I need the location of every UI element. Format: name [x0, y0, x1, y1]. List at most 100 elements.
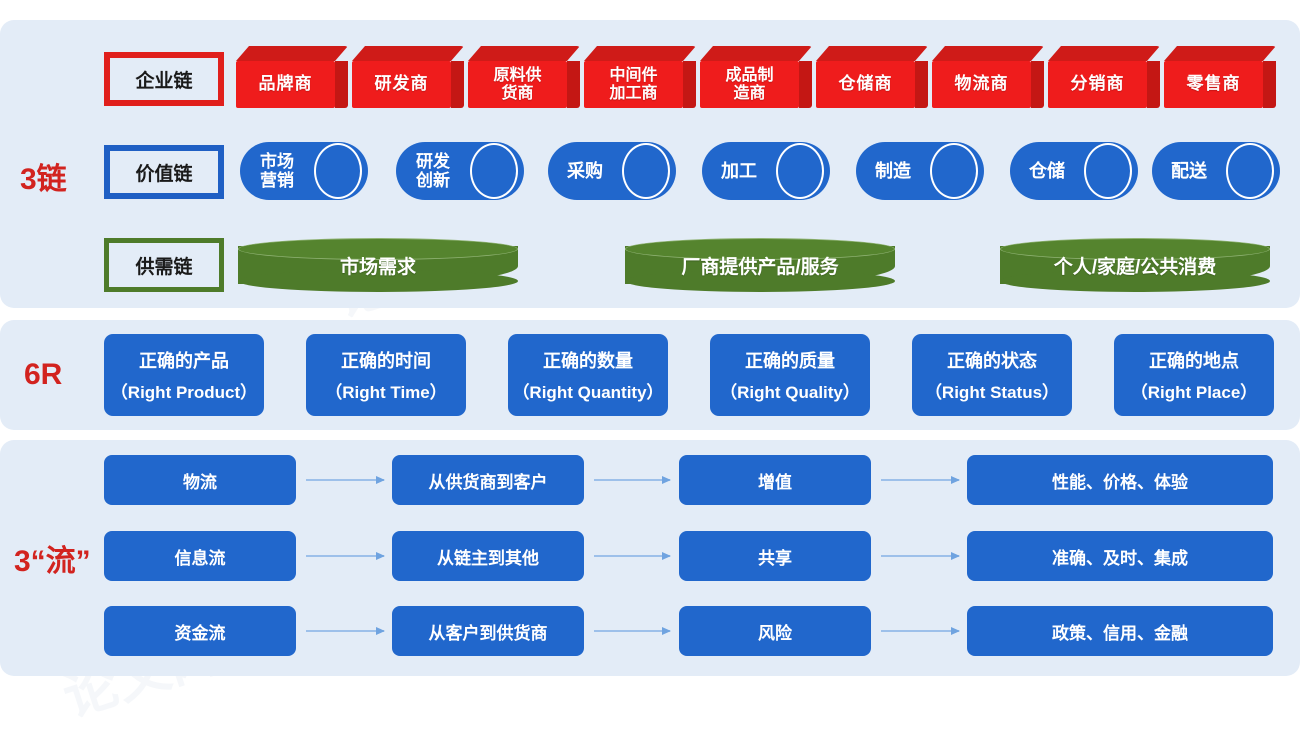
six-r-en-label: （Right Product）: [110, 383, 258, 402]
node-label: 厂商提供产品/服务: [681, 256, 839, 278]
flow-direction-box[interactable]: 从链主到其他: [392, 531, 584, 581]
supply-demand-node[interactable]: 厂商提供产品/服务: [625, 238, 895, 292]
node-label: 仓储: [1029, 160, 1065, 181]
six-r-cn-label: 正确的状态: [947, 351, 1037, 371]
node-label: 研发创新: [416, 151, 450, 190]
node-label: 中间件加工商: [609, 67, 658, 102]
box-side-face: [683, 61, 696, 108]
enterprise-chain-node[interactable]: 分销商: [1048, 46, 1160, 108]
value-chain-node[interactable]: 配送: [1152, 142, 1280, 200]
box-front-face: 中间件加工商: [584, 61, 683, 108]
flow-effect-label: 风险: [758, 623, 792, 643]
box-top-face: [1048, 46, 1160, 61]
six-r-en-label: （Right Quantity）: [512, 383, 664, 402]
flow-attributes-box[interactable]: 准确、及时、集成: [967, 531, 1273, 581]
box-side-face: [1031, 61, 1044, 108]
six-r-card[interactable]: 正确的地点 （Right Place）: [1114, 334, 1274, 416]
chain-tag-supply-demand-label: 供需链: [135, 256, 193, 278]
box-side-face: [915, 61, 928, 108]
value-chain-node[interactable]: 研发创新: [396, 142, 524, 200]
six-r-card[interactable]: 正确的数量 （Right Quantity）: [508, 334, 668, 416]
enterprise-chain-node[interactable]: 零售商: [1164, 46, 1276, 108]
node-label: 个人/家庭/公共消费: [1053, 256, 1217, 278]
flow-direction-box[interactable]: 从供货商到客户: [392, 455, 584, 505]
flow-arrow: [594, 626, 671, 635]
node-label: 物流商: [954, 74, 1009, 94]
box-top-face: [352, 46, 464, 61]
value-chain-node[interactable]: 仓储: [1010, 142, 1138, 200]
cylinder-cap: [1226, 143, 1274, 199]
six-r-card[interactable]: 正确的质量 （Right Quality）: [710, 334, 870, 416]
flow-effect-box[interactable]: 共享: [679, 531, 871, 581]
flow-arrow: [881, 626, 960, 635]
box-top-face: [816, 46, 928, 61]
enterprise-chain-node[interactable]: 中间件加工商: [584, 46, 696, 108]
six-r-card[interactable]: 正确的状态 （Right Status）: [912, 334, 1072, 416]
enterprise-chain-node[interactable]: 仓储商: [816, 46, 928, 108]
box-side-face: [1263, 61, 1276, 108]
node-label: 加工: [721, 160, 757, 181]
six-r-en-label: （Right Place）: [1130, 383, 1258, 402]
cylinder-cap: [1084, 143, 1132, 199]
supply-demand-node[interactable]: 个人/家庭/公共消费: [1000, 238, 1270, 292]
box-side-face: [567, 61, 580, 108]
six-r-card[interactable]: 正确的产品 （Right Product）: [104, 334, 264, 416]
flow-name-box[interactable]: 信息流: [104, 531, 296, 581]
box-side-face: [1147, 61, 1160, 108]
enterprise-chain-node[interactable]: 物流商: [932, 46, 1044, 108]
six-r-card[interactable]: 正确的时间 （Right Time）: [306, 334, 466, 416]
chain-tag-enterprise-label: 企业链: [135, 70, 193, 92]
cylinder-cap: [314, 143, 362, 199]
box-front-face: 研发商: [352, 61, 451, 108]
disc-top: [238, 238, 518, 260]
chain-tag-enterprise: 企业链: [104, 52, 224, 106]
disc-bottom: [625, 270, 895, 292]
node-label: 采购: [567, 160, 603, 181]
enterprise-chain-node[interactable]: 研发商: [352, 46, 464, 108]
flow-attributes-label: 准确、及时、集成: [1052, 548, 1188, 568]
enterprise-chain-node[interactable]: 原料供货商: [468, 46, 580, 108]
node-label: 分销商: [1070, 74, 1125, 94]
flow-direction-box[interactable]: 从客户到供货商: [392, 606, 584, 656]
box-side-face: [799, 61, 812, 108]
disc-top: [625, 238, 895, 260]
chain-tag-value: 价值链: [104, 145, 224, 199]
node-label: 原料供货商: [493, 67, 542, 102]
value-chain-node[interactable]: 采购: [548, 142, 676, 200]
flow-arrow: [306, 475, 385, 484]
value-chain-node[interactable]: 加工: [702, 142, 830, 200]
node-label: 研发商: [374, 74, 429, 94]
enterprise-chain-node[interactable]: 品牌商: [236, 46, 348, 108]
enterprise-chain-node[interactable]: 成品制造商: [700, 46, 812, 108]
flow-attributes-box[interactable]: 政策、信用、金融: [967, 606, 1273, 656]
six-r-cn-label: 正确的地点: [1149, 351, 1239, 371]
node-label: 市场需求: [339, 256, 416, 278]
box-top-face: [468, 46, 580, 61]
node-label: 市场营销: [260, 151, 294, 190]
value-chain-node[interactable]: 市场营销: [240, 142, 368, 200]
box-side-face: [451, 61, 464, 108]
flow-arrow: [594, 475, 671, 484]
box-front-face: 品牌商: [236, 61, 335, 108]
flow-effect-label: 共享: [758, 548, 792, 568]
flow-name-box[interactable]: 资金流: [104, 606, 296, 656]
flow-effect-box[interactable]: 增值: [679, 455, 871, 505]
section-label-chains: 3链: [20, 163, 67, 196]
value-chain-node[interactable]: 制造: [856, 142, 984, 200]
box-top-face: [236, 46, 348, 61]
six-r-cn-label: 正确的质量: [745, 351, 835, 371]
cylinder-cap: [776, 143, 824, 199]
flow-attributes-box[interactable]: 性能、价格、体验: [967, 455, 1273, 505]
flow-arrow: [594, 551, 671, 560]
flow-direction-label: 从供货商到客户: [428, 472, 548, 492]
section-label-flows: 3“流”: [14, 545, 91, 578]
disc-bottom: [1000, 270, 1270, 292]
flow-effect-label: 增值: [758, 472, 792, 492]
box-front-face: 成品制造商: [700, 61, 799, 108]
flow-effect-box[interactable]: 风险: [679, 606, 871, 656]
node-label: 制造: [875, 160, 911, 181]
flow-name-box[interactable]: 物流: [104, 455, 296, 505]
box-top-face: [1164, 46, 1276, 61]
six-r-en-label: （Right Status）: [924, 383, 1060, 402]
supply-demand-node[interactable]: 市场需求: [238, 238, 518, 292]
